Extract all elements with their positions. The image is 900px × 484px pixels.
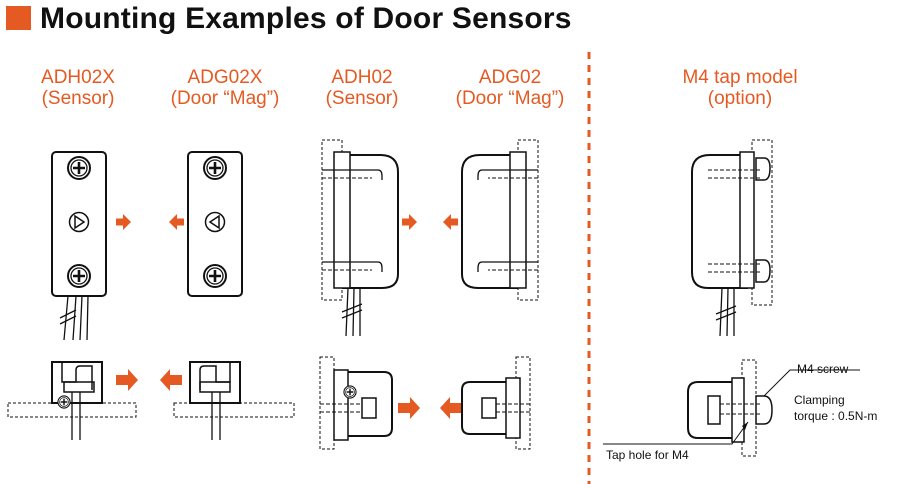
column-model: ADH02 <box>331 67 393 88</box>
column-model: ADG02X <box>187 67 263 88</box>
page-title: Mounting Examples of Door Sensors <box>40 2 572 35</box>
column-header-adh02x: ADH02X (Sensor) <box>28 67 128 109</box>
arrow-right-icon <box>398 397 420 419</box>
m4-screw-label: M4 screw <box>797 362 849 376</box>
arrow-left-icon <box>169 214 184 230</box>
plus-screw-icon <box>57 395 71 409</box>
column-model: ADH02X <box>41 67 115 88</box>
title-marker <box>6 6 31 30</box>
plus-screw-icon <box>343 385 357 399</box>
m4-tap-front-view <box>691 139 773 337</box>
column-sub: (option) <box>707 88 773 109</box>
column-header-adh02: ADH02 (Sensor) <box>312 67 412 109</box>
adh02x-front-view <box>51 151 107 341</box>
arrow-right-icon <box>402 214 417 230</box>
column-model: M4 tap model <box>682 67 798 88</box>
adh02-front-view <box>321 139 399 337</box>
column-sub: (Sensor) <box>41 88 115 109</box>
arrow-left-icon <box>443 214 458 230</box>
adg02x-front-view <box>187 151 243 297</box>
adg02-front-view <box>461 139 539 301</box>
plus-screw-icon <box>66 155 92 181</box>
tap-hole-label: Tap hole for M4 <box>606 448 689 462</box>
plus-screw-icon <box>66 263 92 289</box>
adg02-side-view <box>461 356 531 450</box>
column-sub: (Sensor) <box>325 88 399 109</box>
column-header-adg02: ADG02 (Door “Mag”) <box>435 67 585 109</box>
clamping-label: Clamping <box>794 393 845 407</box>
column-sub: (Door “Mag”) <box>455 88 565 109</box>
clamping-torque-label: torque : 0.5N-m <box>794 409 878 423</box>
arrow-left-icon <box>160 369 182 391</box>
arrow-right-icon <box>116 369 138 391</box>
adh02x-side-view <box>7 361 137 440</box>
adh02-side-view <box>319 356 393 450</box>
plus-screw-icon <box>202 155 228 181</box>
plus-screw-icon <box>202 263 228 289</box>
m4-tap-side-view <box>603 359 860 457</box>
column-sub: (Door “Mag”) <box>170 88 280 109</box>
column-model: ADG02 <box>478 67 542 88</box>
triangle-marker-icon <box>208 214 220 230</box>
triangle-marker-icon <box>74 214 86 230</box>
column-header-m4-tap: M4 tap model (option) <box>660 67 820 109</box>
arrow-left-icon <box>440 397 462 419</box>
adg02x-side-view <box>173 361 295 440</box>
arrow-right-icon <box>116 214 131 230</box>
column-header-adg02x: ADG02X (Door “Mag”) <box>150 67 300 109</box>
